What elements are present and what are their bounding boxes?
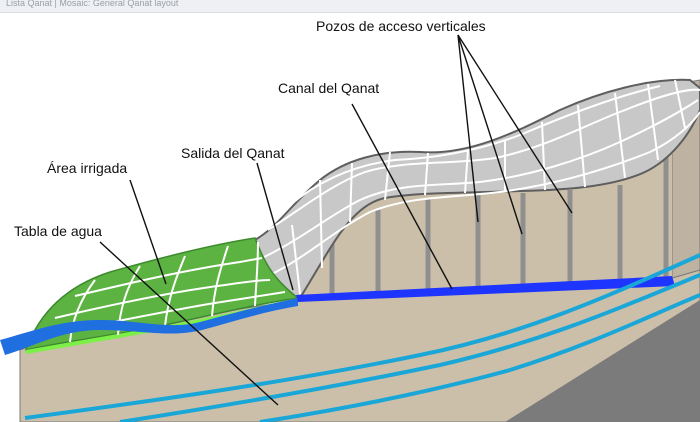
hill-surface (253, 78, 700, 300)
leader-outlet (256, 162, 294, 291)
hill-section (300, 120, 672, 298)
leader-shafts-2 (457, 34, 523, 235)
label-qanat-canal: Canal del Qanat (278, 80, 379, 96)
leader-canal (351, 103, 453, 290)
label-qanat-outlet: Salida del Qanat (181, 145, 285, 161)
label-vertical-shafts: Pozos de acceso verticales (316, 18, 486, 34)
leader-water-table (99, 241, 279, 406)
qanat-canal (296, 276, 675, 302)
browser-caption-strip: Lista Qanat | Mosaic: General Qanat layo… (0, 0, 700, 13)
vertical-shafts (329, 150, 669, 296)
leader-shafts-1 (457, 34, 479, 223)
leader-lines (99, 34, 573, 406)
bedrock-wedge (505, 300, 700, 422)
label-water-table: Tabla de agua (14, 223, 102, 239)
hill-grid (261, 79, 700, 295)
leader-shafts-3 (457, 34, 573, 214)
label-irrigated-area: Área irrigada (47, 160, 127, 176)
water-table (24, 253, 700, 422)
leader-irrigated (129, 179, 167, 285)
caption-text: Lista Qanat | Mosaic: General Qanat layo… (6, 0, 179, 8)
river (0, 298, 298, 355)
